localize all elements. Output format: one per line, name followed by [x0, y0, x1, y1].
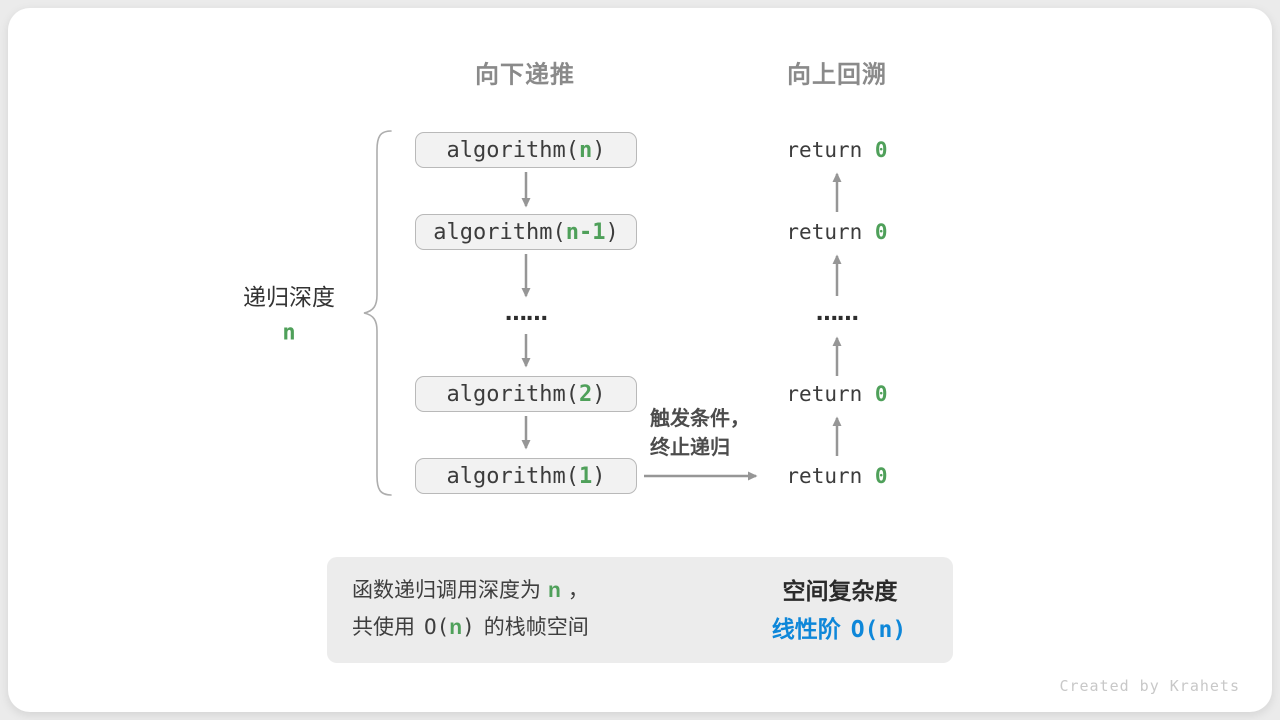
return-value: 0 — [874, 138, 888, 162]
return-value: 0 — [874, 464, 888, 488]
base-case-note-line2: 终止递归 — [650, 437, 730, 459]
call-text: ) — [605, 219, 619, 245]
return-value: 0 — [874, 382, 888, 406]
summary-right-title: 空间复杂度 — [782, 578, 898, 604]
call-text: ) — [592, 463, 606, 489]
call-box-1: algorithm(1) — [415, 458, 637, 494]
return-keyword: return — [786, 464, 863, 488]
big-o-close: ) — [462, 615, 475, 639]
complexity-label: 线性阶 — [771, 616, 841, 642]
call-box-2: algorithm(2) — [415, 376, 637, 412]
return-stmt-2: return 0 — [786, 220, 887, 244]
call-text: algorithm( — [446, 137, 579, 163]
return-keyword: return — [786, 220, 863, 244]
header-backtrack-up: 向上回溯 — [787, 61, 887, 89]
summary-text: 函数递归调用深度为 — [352, 579, 541, 602]
base-case-note: 触发条件， 终止递归 — [650, 405, 750, 463]
call-text: ) — [592, 381, 606, 407]
left-ellipsis: ⋯⋯ — [505, 306, 548, 332]
big-o-open: O( — [424, 615, 450, 639]
right-ellipsis: ⋯⋯ — [816, 306, 859, 332]
depth-label: 递归深度 — [243, 284, 335, 310]
call-box-n-1: algorithm(n-1) — [415, 214, 637, 250]
call-text: algorithm( — [446, 381, 579, 407]
summary-text: ， — [567, 579, 589, 602]
depth-variable: n — [282, 320, 296, 346]
summary-text: 的栈帧空间 — [483, 616, 589, 639]
return-stmt-1: return 0 — [786, 138, 887, 162]
call-arg: n — [578, 137, 593, 163]
call-arg: 2 — [578, 381, 593, 407]
call-text: ) — [592, 137, 606, 163]
summary-var: n — [449, 616, 463, 639]
base-case-note-line1: 触发条件， — [650, 408, 750, 430]
call-box-n: algorithm(n) — [415, 132, 637, 168]
call-text: algorithm( — [433, 219, 566, 245]
return-keyword: return — [786, 382, 863, 406]
return-value: 0 — [874, 220, 888, 244]
return-stmt-4: return 0 — [786, 464, 887, 488]
complexity-big-o: O(n) — [850, 617, 907, 643]
summary-var: n — [548, 579, 561, 602]
header-recurse-down: 向下递推 — [475, 61, 575, 89]
return-keyword: return — [786, 138, 863, 162]
footer-credit: Created by Krahets — [1059, 677, 1240, 695]
call-text: algorithm( — [446, 463, 579, 489]
call-arg: n-1 — [565, 219, 606, 245]
summary-left-line1: 函数递归调用深度为 n ， — [352, 574, 589, 604]
summary-box — [327, 557, 953, 663]
call-arg: 1 — [578, 463, 593, 489]
summary-text: 共使用 — [352, 616, 415, 639]
summary-right-value: 线性阶 O(n) — [772, 610, 906, 644]
return-stmt-3: return 0 — [786, 382, 887, 406]
summary-left-line2: 共使用 O(n) 的栈帧空间 — [352, 611, 589, 641]
